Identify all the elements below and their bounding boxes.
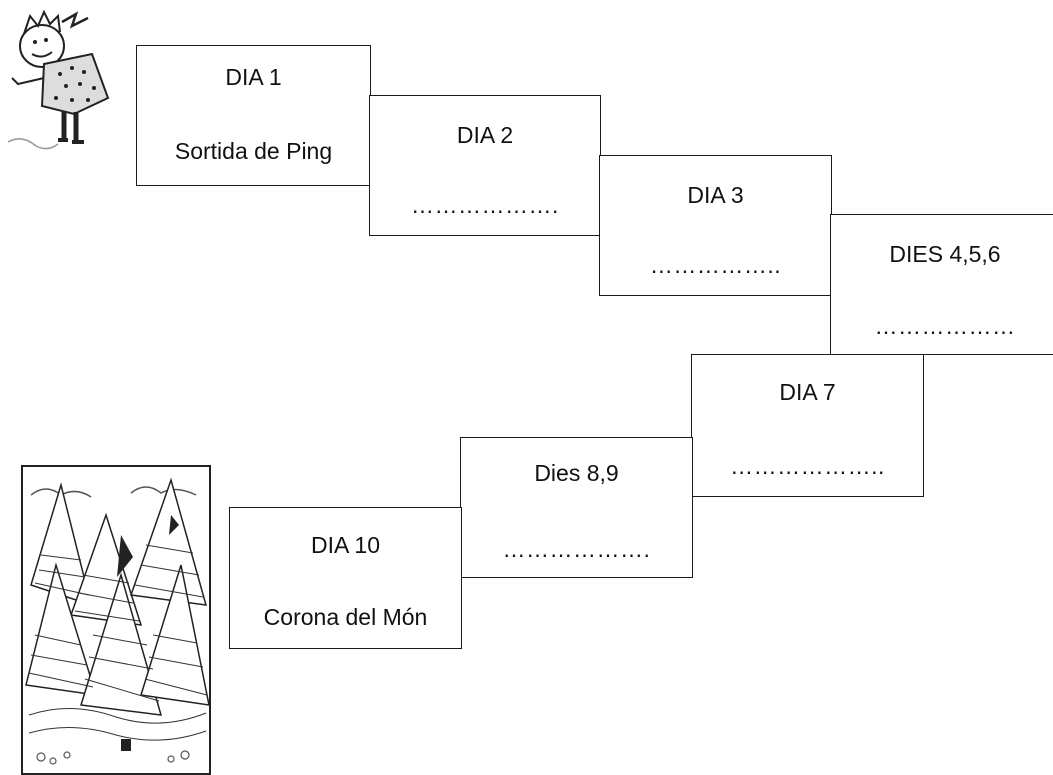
step-detail: Corona del Món <box>263 604 428 630</box>
step-detail: …………….. <box>649 252 782 278</box>
step-detail: ………………. <box>411 192 559 218</box>
step-detail: ……………… <box>874 313 1016 339</box>
step-box-day-2: DIA 2 ………………. <box>369 95 601 236</box>
step-title: DIA 10 <box>310 532 381 558</box>
step-box-days-8-9: Dies 8,9 ………………. <box>460 437 693 578</box>
step-title: DIA 3 <box>687 182 744 208</box>
step-title: DIA 2 <box>456 122 514 148</box>
step-detail: ……………….. <box>730 453 885 479</box>
step-title: DIA 7 <box>779 379 836 405</box>
step-detail: Sortida de Ping <box>174 138 333 164</box>
step-box-days-4-5-6: DIES 4,5,6 ……………… <box>830 214 1053 355</box>
mountains-illustration <box>21 465 211 775</box>
step-title: Dies 8,9 <box>534 460 619 486</box>
step-title: DIES 4,5,6 <box>889 241 1001 267</box>
step-box-day-1: DIA 1 Sortida de Ping <box>136 45 371 186</box>
step-detail: ………………. <box>502 536 651 562</box>
step-box-day-3: DIA 3 …………….. <box>599 155 832 296</box>
child-figure-illustration <box>7 9 110 150</box>
step-box-day-10: DIA 10 Corona del Món <box>229 507 462 649</box>
step-box-day-7: DIA 7 ……………….. <box>691 354 924 497</box>
step-title: DIA 1 <box>225 64 282 90</box>
